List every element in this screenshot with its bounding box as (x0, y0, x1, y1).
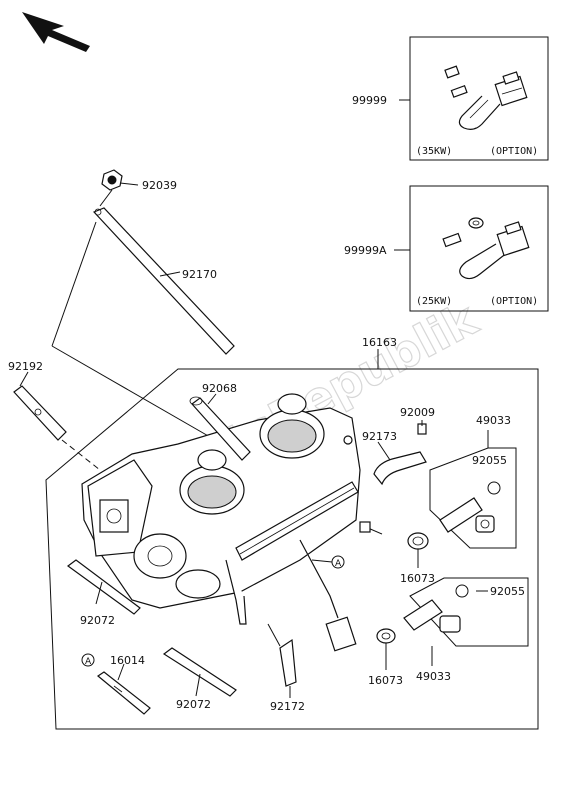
label-92055-lower: 92055 (490, 585, 525, 598)
label-92172: 92172 (270, 700, 305, 713)
label-49033-lower: 49033 (416, 670, 451, 683)
leader-lines (99, 189, 217, 405)
connector-icon (494, 71, 528, 107)
label-92055-upper: 92055 (472, 454, 507, 467)
label-99999a: 99999A (344, 244, 387, 257)
svg-text:A: A (85, 657, 92, 667)
bolt-icon (444, 65, 468, 98)
reference-a-icon: A (311, 555, 345, 569)
throttle-body-assembly (81, 393, 383, 652)
label-99999: 99999 (352, 94, 387, 107)
label-16014: 16014 (110, 654, 145, 667)
label-49033-upper: 49033 (476, 414, 511, 427)
label-16073-lower: 16073 (368, 674, 403, 687)
direction-arrow-icon (22, 12, 90, 52)
inset-35kw-option: (OPTION) (490, 146, 538, 157)
part-92192 (13, 371, 101, 471)
injector-group-upper (407, 430, 517, 568)
label-92009: 92009 (400, 406, 435, 419)
part-92009 (417, 420, 427, 435)
label-16163: 16163 (362, 336, 397, 349)
part-92172 (267, 623, 297, 698)
part-92039 (101, 169, 139, 191)
injector-group-lower (376, 577, 529, 670)
inset-25kw-option: (OPTION) (490, 296, 538, 307)
part-92072-upper (66, 559, 141, 615)
label-92072-lower: 92072 (176, 698, 211, 711)
connector-icon (496, 221, 530, 257)
inset-35kw-label: (35KW) (416, 146, 452, 157)
label-16073-upper: 16073 (400, 572, 435, 585)
svg-text:A: A (335, 559, 342, 569)
label-92072-upper: 92072 (80, 614, 115, 627)
label-92039: 92039 (142, 179, 177, 192)
label-92068: 92068 (202, 382, 237, 395)
label-92192: 92192 (8, 360, 43, 373)
part-92170 (51, 207, 251, 461)
bolt-icon (442, 217, 484, 248)
part-16014: A (81, 653, 151, 715)
connector-icon (325, 616, 357, 652)
inset-25kw-label: (25KW) (416, 296, 452, 307)
option-inset-25kw: (25KW) (OPTION) (394, 185, 549, 312)
assembly-outline (45, 349, 539, 730)
part-92072-lower (162, 647, 237, 697)
part-labels: 99999 99999A 92039 92170 92192 16163 920… (8, 94, 525, 713)
option-inset-35kw: (35KW) (OPTION) (399, 36, 549, 161)
part-92173 (373, 441, 427, 486)
label-92170: 92170 (182, 268, 217, 281)
label-92173: 92173 (362, 430, 397, 443)
